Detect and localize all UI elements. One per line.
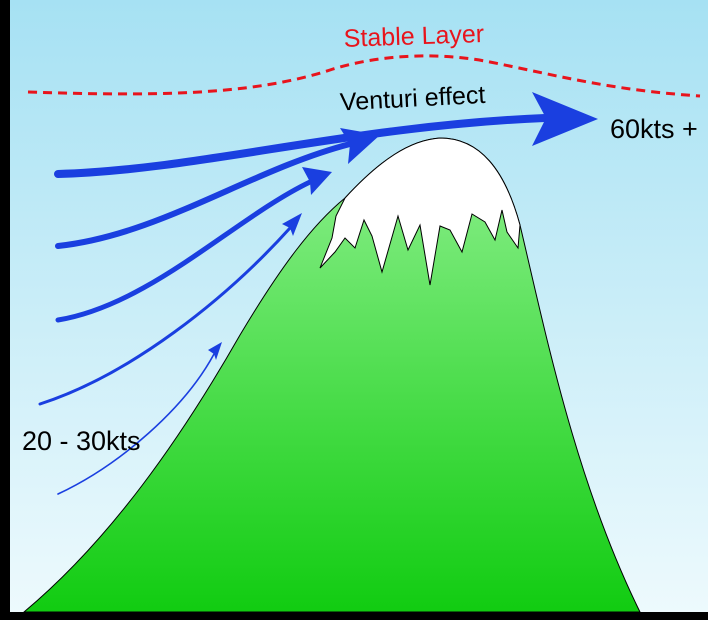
arrowhead xyxy=(282,213,302,236)
low-speed-label: 20 - 30kts xyxy=(22,426,141,456)
left-frame xyxy=(0,0,10,620)
wind-arrow-icon xyxy=(38,226,292,406)
arrowhead xyxy=(208,342,222,360)
wind-arrow-icon xyxy=(55,141,353,249)
wind-arrow-icon xyxy=(55,179,313,323)
wind-arrow-icon xyxy=(57,353,215,495)
top-speed-label: 60kts + xyxy=(610,114,698,144)
stable-layer-label: Stable Layer xyxy=(343,20,484,53)
arrowhead xyxy=(532,92,598,146)
mountain-icon xyxy=(22,137,641,613)
arrowhead xyxy=(340,128,380,164)
stable-layer-line xyxy=(27,54,701,98)
bottom-frame xyxy=(0,612,708,620)
wind-arrow-icon xyxy=(54,114,549,178)
wind-arrows xyxy=(38,92,598,495)
snow-cap-icon xyxy=(319,137,521,286)
arrowhead xyxy=(302,167,332,195)
